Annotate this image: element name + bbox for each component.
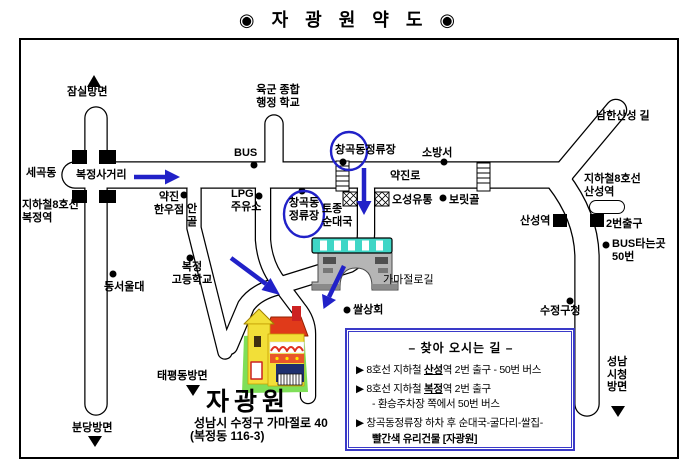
underpass-bridge-illustration (311, 237, 399, 291)
sanseong-station-square (553, 214, 567, 227)
directions-title: – 찾아 오시는 길 – (408, 341, 514, 355)
label-bundang-direction: 분당방면 (72, 422, 113, 434)
exit2-square (590, 214, 604, 227)
label-sujeong-office: 수정구청 (540, 305, 581, 317)
label-seongnam-cityhall-direction: 성남 시청 방면 (607, 356, 628, 394)
directions-info-inner: – 찾아 오시는 길 – ▶ 8호선 지하철 산성역 2번 출구 - 50번 버… (348, 331, 572, 448)
route-arrow-diagonal-right-icon (229, 256, 280, 295)
label-subway8-bokjeong: 지하철8호선 복정역 (22, 199, 79, 224)
label-subway8-sanseong: 지하철8호선 산성역 (584, 173, 641, 198)
triangle-up-jamsil (87, 75, 101, 87)
poi-dot-ssal (343, 306, 351, 314)
label-gamajeol-road: 가마절로길 (383, 274, 434, 286)
jagwangwon-building-illustration (242, 306, 309, 393)
triangle-down-bundang (88, 436, 102, 447)
poi-dot-dongseoul (109, 270, 117, 278)
label-jamsil-direction: 잠실방면 (67, 86, 108, 98)
hatched-block-icon-right (374, 191, 390, 207)
poi-dot-boritgol (439, 194, 447, 202)
label-bokjeong-sageori: 복정사거리 (76, 169, 127, 181)
poi-dot-bus (250, 161, 258, 169)
highlight-circles (282, 130, 369, 239)
item2-text-post: 역 2번 출구 (442, 383, 492, 396)
item1-text: ▶ 8호선 지하철 (356, 364, 424, 376)
triangle-down-taepyeong (186, 385, 200, 396)
directions-item-2: ▶ 8호선 지하철 복정역 2번 출구 (356, 383, 566, 396)
label-boritgol: 보릿골 (449, 194, 480, 206)
direction-triangles (87, 75, 625, 447)
directions-item-3: ▶ 창곡동정류장 하차 후 순대국-굴다리-쌀집- (356, 417, 543, 430)
label-bus-50: BUS타는곳 50번 (612, 238, 666, 263)
page-title: ◉ 자 광 원 약 도 ◉ (238, 10, 462, 30)
crosswalk-icon-right (476, 162, 491, 192)
label-fire-station: 소방서 (422, 147, 453, 159)
label-bus-stop: BUS (234, 147, 258, 159)
label-hanwoo-restaurant: 약진 한우점 (153, 191, 185, 216)
label-segok: 세곡동 (26, 167, 57, 179)
poi-dot-sujeong (566, 297, 574, 305)
highlight-circle-changgok1 (329, 130, 369, 172)
label-taepyeong-direction: 태평동방면 (157, 370, 208, 382)
intersection-squares (72, 150, 604, 227)
directions-item-1: ▶ 8호선 지하철 산성역 2번 출구 - 50번 버스 (356, 364, 566, 377)
poi-dot-bus50 (602, 241, 610, 249)
route-arrow-diagonal-left-icon (322, 265, 347, 309)
label-osung-yutong: 오성유통 (392, 194, 433, 206)
highlight-circle-changgok2 (282, 189, 326, 239)
label-changgok-stop-1: 창곡동정류장 (335, 144, 396, 156)
label-dongseoul-univ: 동서울대 (104, 281, 145, 293)
poi-dot-changgok-stop (339, 158, 347, 166)
item2-underlined-station: 복정 (423, 383, 443, 396)
poi-dot-lpg (255, 192, 263, 200)
label-ssal-store: 쌀상회 (353, 304, 384, 316)
venue-name: 자광원 (206, 388, 291, 416)
poi-dot-high-school (186, 254, 194, 262)
directions-item-2-sub: - 환승주차장 쪽에서 50번 버스 (372, 398, 500, 411)
label-namhansanseong-road: 남한산성 길 (596, 110, 650, 122)
label-angol-alley: 안 골 (186, 203, 198, 228)
directions-item-3-sub: 빨간색 유리건물 [자광원] (372, 432, 478, 445)
route-arrow-right-icon (134, 169, 180, 185)
item1-text-post: 역 2번 출구 - 50번 버스 (442, 364, 542, 376)
poi-dot-fire-station (440, 158, 448, 166)
poi-dots (109, 158, 610, 314)
item1-underlined-station: 산성 (423, 364, 443, 376)
route-arrows (134, 168, 372, 309)
route-arrow-down-icon (356, 168, 372, 215)
label-tojong-sundae: 토종 순대국 (322, 203, 353, 228)
item2-text: ▶ 8호선 지하철 (356, 383, 424, 396)
triangle-down-seongnam (611, 406, 625, 417)
poi-dot-hanwoo (180, 191, 188, 199)
label-bokjeong-high-school: 복정 고등학교 (171, 261, 213, 286)
label-lpg-station: LPG 주유소 (231, 188, 262, 213)
label-exit-2: 2번출구 (606, 218, 643, 230)
hatched-block-icon-left (342, 191, 358, 207)
venue-address-line1: 성남시 수정구 가마절로 40 (194, 416, 328, 430)
label-changgok-stop-2: 창곡동 정류장 (288, 197, 320, 222)
label-yakjinro-road: 약진로 (390, 170, 421, 182)
label-sanseong-station: 산성역 (520, 215, 551, 227)
label-army-school: 육군 종합 행정 학교 (256, 84, 300, 109)
directions-info-box: – 찾아 오시는 길 – ▶ 8호선 지하철 산성역 2번 출구 - 50번 버… (345, 328, 575, 451)
venue-address-line2: (복정동 116-3) (190, 429, 265, 443)
